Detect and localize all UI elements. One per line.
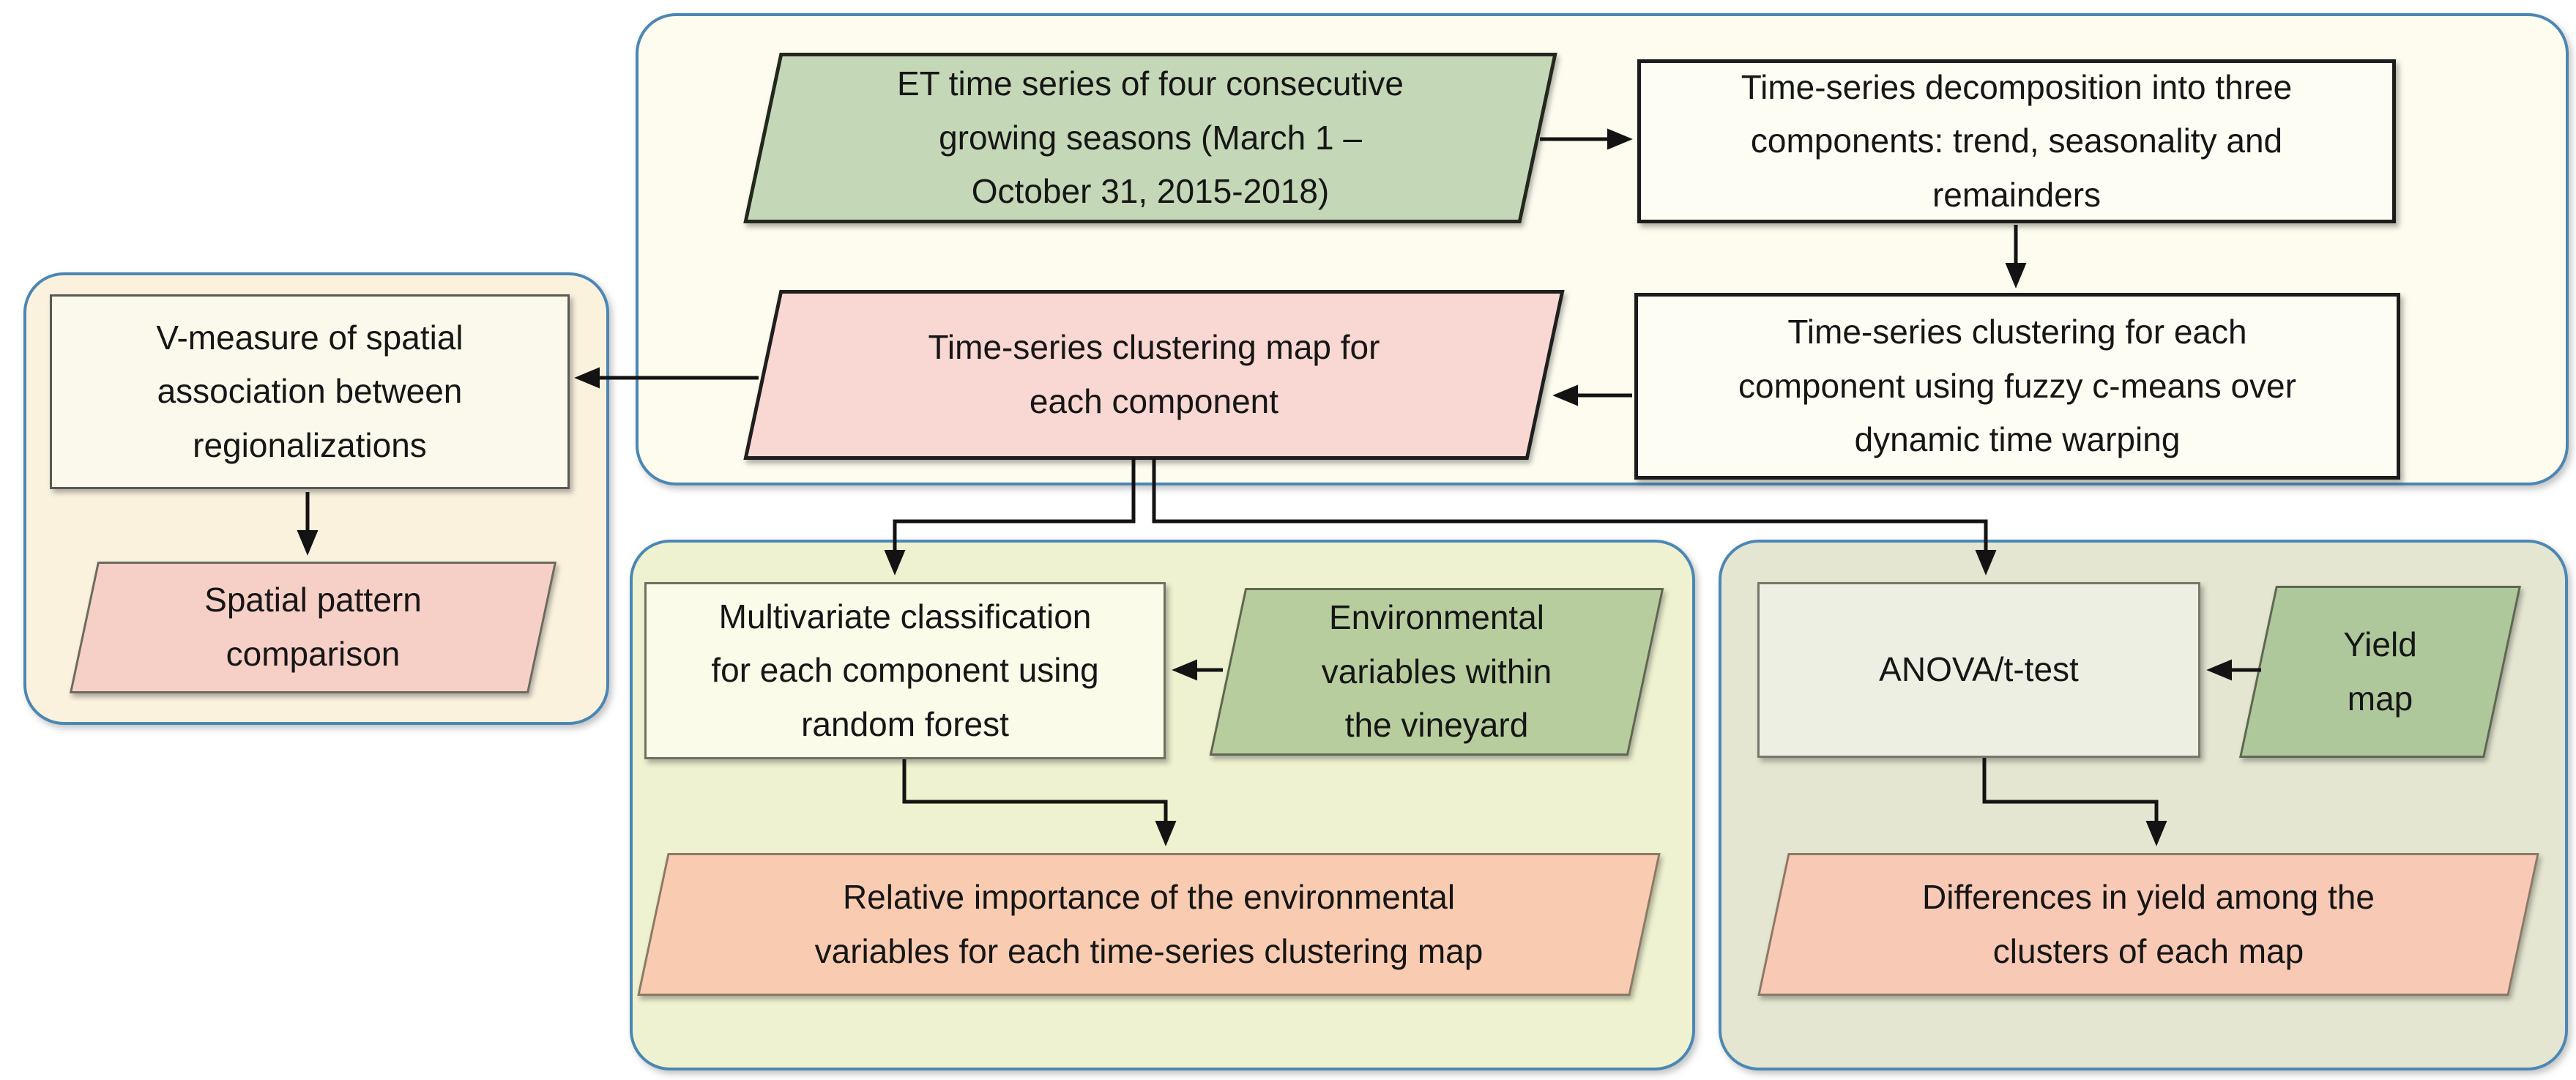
arrow-map-to-anova xyxy=(1152,458,1997,576)
node-label: V-measure of spatial association between… xyxy=(156,318,464,464)
process-box-shape xyxy=(1757,582,2200,758)
process-box-shape xyxy=(644,582,1166,759)
arrow-multivariate-to-importance xyxy=(902,759,1177,846)
node-clustering-map: Time-series clustering map for each comp… xyxy=(743,290,1565,460)
node-label: Time-series clustering for each componen… xyxy=(1738,313,2296,459)
node-label: Multivariate classification for each com… xyxy=(711,597,1099,743)
node-clustering: Time-series clustering for each componen… xyxy=(1634,293,2400,480)
process-box-shape xyxy=(1634,293,2400,480)
node-label: Differences in yield among the clusters … xyxy=(1922,877,2375,970)
process-box-shape xyxy=(50,294,570,489)
process-box-shape xyxy=(1637,59,2396,223)
node-multivariate: Multivariate classification for each com… xyxy=(644,582,1166,759)
node-label: Relative importance of the environmental… xyxy=(814,877,1484,970)
arrow-anova-to-differences xyxy=(1982,758,2167,846)
node-yield-map: Yield map xyxy=(2239,586,2521,758)
node-et-time-series: ET time series of four consecutive growi… xyxy=(743,53,1557,223)
node-label: Time-series clustering map for each comp… xyxy=(928,328,1380,420)
node-label: ET time series of four consecutive growi… xyxy=(897,64,1404,211)
node-label: Time-series decomposition into three com… xyxy=(1741,67,2293,214)
node-yield-differences: Differences in yield among the clusters … xyxy=(1757,853,2539,996)
node-relative-importance: Relative importance of the environmental… xyxy=(637,853,1661,996)
node-label: Environmental variables within the viney… xyxy=(1321,598,1552,745)
node-v-measure: V-measure of spatial association between… xyxy=(50,294,570,489)
node-spatial-comparison: Spatial pattern comparison xyxy=(69,562,557,693)
node-label: Yield map xyxy=(2343,625,2417,718)
node-decomposition: Time-series decomposition into three com… xyxy=(1637,59,2396,223)
node-anova: ANOVA/t-test xyxy=(1757,582,2200,758)
arrow-map-to-multivariate xyxy=(884,458,1136,576)
node-label: Spatial pattern comparison xyxy=(204,581,422,673)
node-environmental-variables: Environmental variables within the viney… xyxy=(1209,588,1664,756)
node-label: ANOVA/t-test xyxy=(1879,650,2079,689)
